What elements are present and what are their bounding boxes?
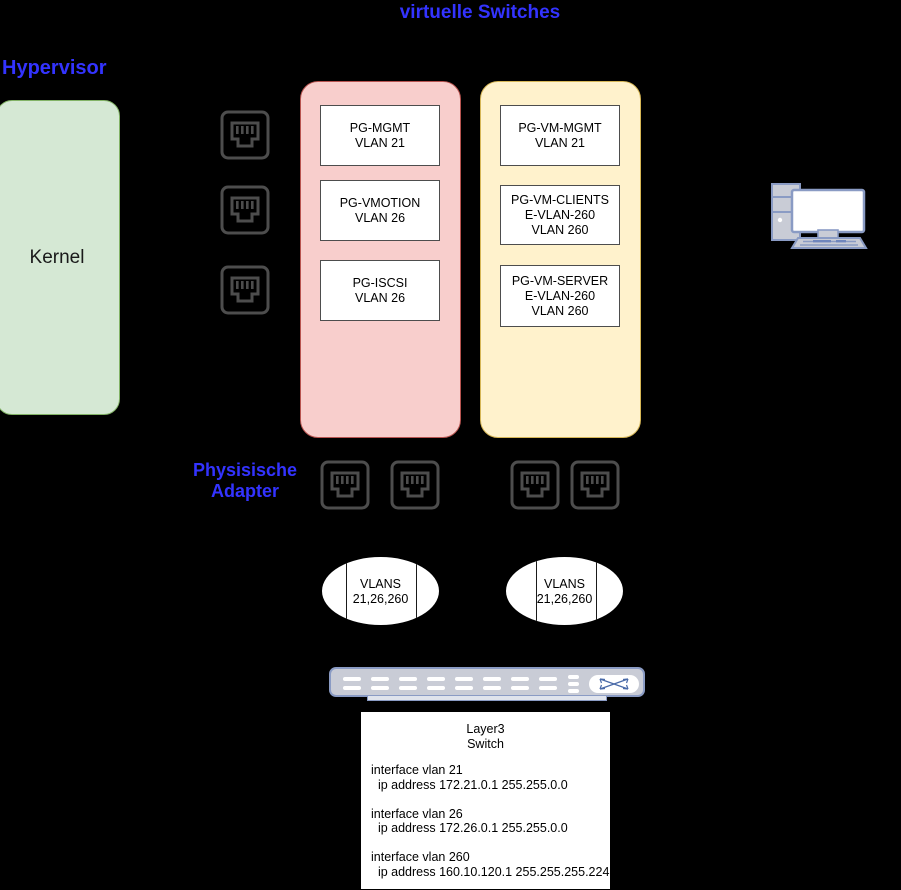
rj45-port-icon <box>219 184 271 236</box>
switch-base <box>367 695 607 701</box>
trunk-link-line <box>416 557 417 625</box>
trunk-vlans-right: VLANS 21,26,260 <box>505 556 624 626</box>
trunk-link-line <box>536 557 537 625</box>
trunk-vlans-label: VLANS 21,26,260 <box>352 577 409 606</box>
port-group-pg-mgmt[interactable]: PG-MGMT VLAN 21 <box>320 105 440 166</box>
layer3-switch-title: Layer3 Switch <box>466 722 505 751</box>
layer3-switch-config-box: Layer3 Switch interface vlan 21 ip addre… <box>360 711 611 890</box>
rack-switch-icon <box>329 667 645 701</box>
trunk-link-line <box>346 557 347 625</box>
trunk-vlans-left: VLANS 21,26,260 <box>321 556 440 626</box>
rj45-port-icon <box>509 459 561 511</box>
page-title: virtuelle Switches <box>399 2 561 23</box>
trunk-link-line <box>596 557 597 625</box>
port-group-pg-vmotion[interactable]: PG-VMOTION VLAN 26 <box>320 180 440 241</box>
rj45-port-icon <box>569 459 621 511</box>
trunk-vlans-label: VLANS 21,26,260 <box>536 577 593 606</box>
port-group-pg-iscsi[interactable]: PG-ISCSI VLAN 26 <box>320 260 440 321</box>
rj45-port-icon <box>319 459 371 511</box>
crossed-arrows-icon <box>589 675 639 693</box>
kernel-label: Kernel <box>29 247 85 268</box>
desktop-computer-icon <box>768 178 873 252</box>
hypervisor-label: Hypervisor <box>2 57 107 79</box>
kernel-box: Kernel <box>0 100 120 415</box>
port-group-pg-vm-server[interactable]: PG-VM-SERVER E-VLAN-260 VLAN 260 <box>500 265 620 327</box>
rj45-port-icon <box>219 264 271 316</box>
port-group-pg-vm-mgmt[interactable]: PG-VM-MGMT VLAN 21 <box>500 105 620 166</box>
layer3-switch-config-text: interface vlan 21 ip address 172.21.0.1 … <box>371 763 610 879</box>
rj45-port-icon <box>219 109 271 161</box>
rj45-port-icon <box>389 459 441 511</box>
physical-adapter-label: Physisische Adapter <box>192 460 298 501</box>
port-group-pg-vm-clients[interactable]: PG-VM-CLIENTS E-VLAN-260 VLAN 260 <box>500 185 620 245</box>
switch-chassis <box>329 667 645 697</box>
